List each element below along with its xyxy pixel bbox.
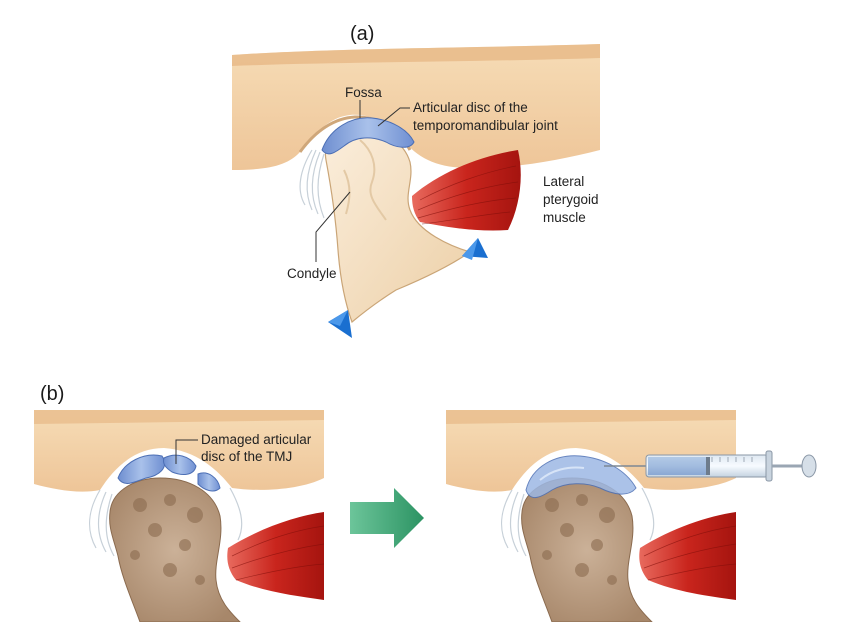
syringe-ticks bbox=[711, 457, 753, 462]
panel-b-damaged-joint: Damaged articular disc of the TMJ bbox=[34, 410, 324, 622]
label-damaged-line1: Damaged articular bbox=[201, 432, 312, 447]
condyle-leader bbox=[315, 191, 351, 262]
label-muscle-line3: muscle bbox=[543, 210, 586, 225]
syringe-plunger-seal bbox=[706, 457, 710, 475]
damaged-disc-b1-frag2 bbox=[197, 472, 221, 492]
ligaments-b1 bbox=[89, 487, 243, 557]
panel-a: (a) bbox=[232, 23, 600, 338]
articular-disc bbox=[321, 117, 415, 155]
arrow-right-icon bbox=[350, 488, 424, 548]
syringe-plunger-thumb bbox=[801, 454, 817, 478]
muscle-fibers bbox=[417, 165, 519, 225]
label-condyle: Condyle bbox=[287, 266, 337, 281]
fluid-highlight bbox=[539, 466, 585, 481]
damaged-disc-b1-frag bbox=[163, 454, 197, 475]
panel-b-letter: (b) bbox=[40, 383, 64, 405]
panel-a-letter: (a) bbox=[350, 23, 374, 45]
condyle-texture bbox=[359, 139, 387, 221]
label-damaged-line2: disc of the TMJ bbox=[201, 449, 292, 464]
label-disc-line2: temporomandibular joint bbox=[413, 118, 558, 133]
disc-leader bbox=[377, 107, 410, 127]
damage-spots-b2 bbox=[542, 494, 617, 585]
arrow-forward-icon-shade bbox=[462, 238, 478, 260]
arrow-back-icon-shade bbox=[328, 310, 348, 326]
skull-band-b2 bbox=[446, 410, 736, 424]
label-muscle-line1: Lateral bbox=[543, 174, 584, 189]
syringe-fluid bbox=[648, 457, 706, 475]
ligaments-b2 bbox=[501, 487, 655, 557]
label-fossa: Fossa bbox=[345, 85, 382, 100]
ligaments-left bbox=[299, 149, 325, 219]
temporal-bone bbox=[232, 44, 600, 170]
damage-spots-b1 bbox=[130, 494, 205, 585]
syringe-flange bbox=[765, 450, 773, 482]
lateral-pterygoid-muscle bbox=[412, 150, 521, 231]
label-muscle-line2: pterygoid bbox=[543, 192, 599, 207]
muscle-fibers-b1 bbox=[231, 525, 324, 581]
panel-b-treated-joint bbox=[446, 410, 817, 622]
label-disc-line1: Articular disc of the bbox=[413, 100, 528, 115]
damaged-disc-b1 bbox=[117, 454, 166, 484]
temporal-bone-b1 bbox=[34, 410, 324, 492]
skull-band-b1 bbox=[34, 410, 324, 424]
syringe-icon bbox=[604, 450, 817, 482]
damaged-leader bbox=[175, 439, 198, 464]
muscle-b2 bbox=[639, 512, 736, 600]
skull-edge bbox=[232, 44, 600, 66]
muscle-fibers-b2 bbox=[643, 525, 736, 581]
damaged-condyle-b1 bbox=[109, 477, 241, 622]
muscle-b1 bbox=[227, 512, 324, 600]
